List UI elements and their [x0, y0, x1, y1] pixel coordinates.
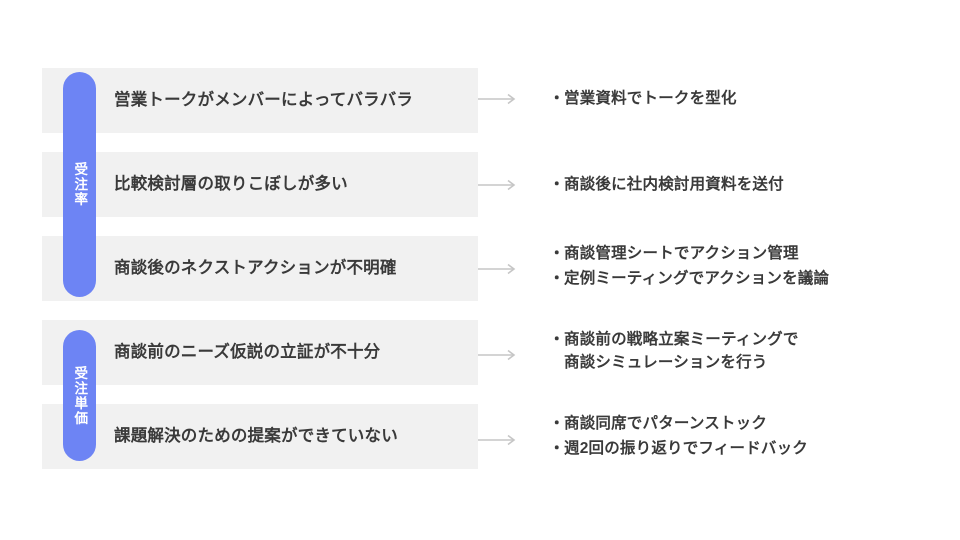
- action-text: 週2回の振り返りでフィードバック: [564, 440, 809, 458]
- category-pill-win-rate: 受注率: [63, 72, 96, 297]
- bullet-icon: ・: [549, 440, 565, 458]
- category-pill-unit-price: 受注単価: [63, 330, 96, 461]
- issue-label: 比較検討層の取りこぼしが多い: [114, 175, 348, 194]
- action-text: 商談同席でパターンストック: [564, 415, 768, 432]
- action-item: ・ 営業資料でトークを型化: [549, 87, 939, 110]
- action-text: 商談前の戦略立案ミーティングで 商談シミュレーションを行う: [564, 331, 799, 372]
- arrow-right-icon: [478, 92, 518, 105]
- issue-label: 商談後のネクストアクションが不明確: [114, 259, 397, 278]
- bullet-icon: ・: [549, 245, 565, 262]
- bullet-icon: ・: [549, 90, 565, 107]
- action-text: 商談管理シートでアクション管理: [564, 245, 799, 262]
- action-item: ・ 商談後に社内検討用資料を送付: [549, 173, 939, 196]
- arrow-right-icon: [478, 178, 518, 191]
- bullet-icon: ・: [549, 331, 565, 348]
- issue-row: 商談後のネクストアクションが不明確: [42, 236, 478, 301]
- action-text: 定例ミーティングでアクションを議論: [564, 270, 830, 288]
- issue-label: 課題解決のための提案ができていない: [114, 427, 398, 446]
- action-list: ・ 商談後に社内検討用資料を送付: [549, 173, 939, 198]
- arrow-right-icon: [478, 262, 518, 275]
- issue-row: 商談前のニーズ仮説の立証が不十分: [42, 320, 478, 385]
- action-item: ・ 商談同席でパターンストック: [549, 412, 939, 435]
- issue-row: 営業トークがメンバーによってバラバラ: [42, 68, 478, 133]
- action-text: 営業資料でトークを型化: [564, 90, 737, 107]
- action-list: ・ 商談管理シートでアクション管理 ・ 定例ミーティングでアクションを議論: [549, 242, 939, 293]
- issue-row: 比較検討層の取りこぼしが多い: [42, 152, 478, 217]
- action-item: ・ 商談管理シートでアクション管理: [549, 242, 939, 265]
- action-list: ・ 商談同席でパターンストック ・ 週2回の振り返りでフィードバック: [549, 412, 939, 463]
- bullet-icon: ・: [549, 270, 565, 288]
- action-list: ・ 営業資料でトークを型化: [549, 87, 939, 112]
- issue-label: 商談前のニーズ仮説の立証が不十分: [114, 343, 381, 362]
- bullet-icon: ・: [549, 415, 565, 432]
- category-pill-label: 受注率: [72, 162, 88, 207]
- action-text: 商談後に社内検討用資料を送付: [564, 176, 784, 193]
- action-list: ・ 商談前の戦略立案ミーティングで 商談シミュレーションを行う: [549, 328, 939, 377]
- arrow-right-icon: [478, 433, 518, 446]
- category-pill-label: 受注単価: [72, 365, 88, 426]
- arrow-right-icon: [478, 348, 518, 361]
- issue-label: 営業トークがメンバーによってバラバラ: [114, 91, 414, 110]
- action-item: ・ 定例ミーティングでアクションを議論: [549, 267, 939, 290]
- action-item: ・ 商談前の戦略立案ミーティングで 商談シミュレーションを行う: [549, 328, 939, 375]
- issue-row: 課題解決のための提案ができていない: [42, 404, 478, 469]
- action-item: ・ 週2回の振り返りでフィードバック: [549, 437, 939, 460]
- bullet-icon: ・: [549, 176, 565, 193]
